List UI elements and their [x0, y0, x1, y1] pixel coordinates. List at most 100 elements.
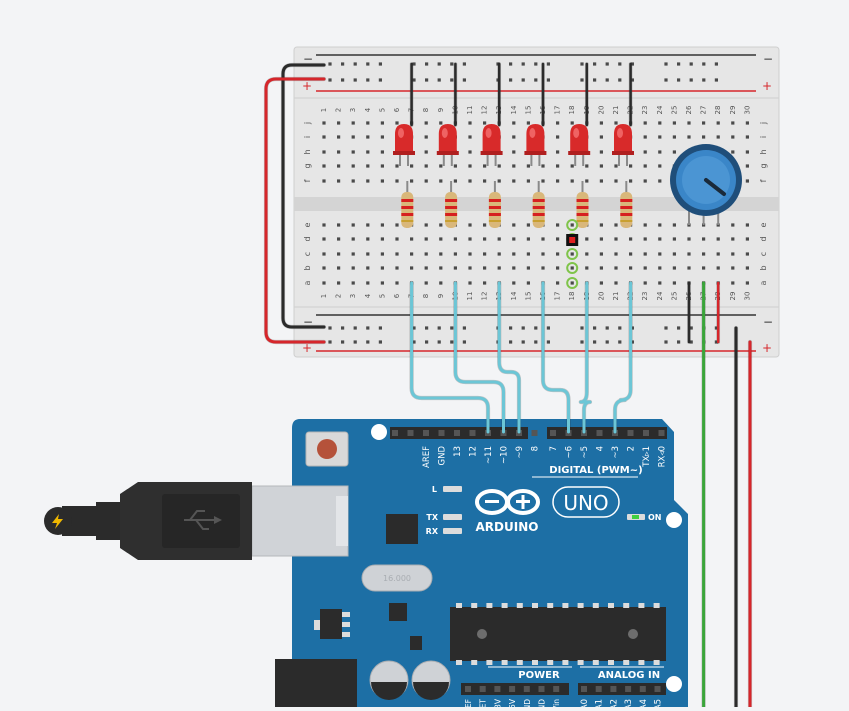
breadboard-hole[interactable] — [468, 223, 472, 227]
breadboard-hole[interactable] — [643, 121, 647, 125]
rail-hole[interactable] — [509, 326, 513, 330]
rail-hole[interactable] — [664, 340, 668, 344]
breadboard-hole[interactable] — [483, 223, 487, 227]
breadboard-hole[interactable] — [702, 237, 706, 241]
rail-hole[interactable] — [437, 326, 441, 330]
breadboard-hole[interactable] — [556, 179, 560, 183]
breadboard-hole[interactable] — [731, 281, 735, 285]
breadboard-hole[interactable] — [556, 121, 560, 125]
rail-hole[interactable] — [702, 78, 706, 82]
breadboard-hole[interactable] — [556, 281, 560, 285]
rail-hole[interactable] — [605, 62, 609, 66]
breadboard-hole[interactable] — [658, 150, 662, 154]
breadboard-hole[interactable] — [556, 252, 560, 256]
breadboard-hole[interactable] — [497, 266, 501, 270]
breadboard-hole[interactable] — [716, 135, 720, 139]
rail-hole[interactable] — [593, 62, 597, 66]
breadboard-hole[interactable] — [468, 164, 472, 168]
breadboard-hole[interactable] — [599, 223, 603, 227]
breadboard-hole[interactable] — [745, 223, 749, 227]
breadboard-hole[interactable] — [337, 164, 341, 168]
header-socket[interactable] — [454, 430, 460, 436]
breadboard-hole[interactable] — [366, 121, 370, 125]
breadboard-hole[interactable] — [556, 237, 560, 241]
breadboard-hole[interactable] — [614, 179, 618, 183]
header-socket[interactable] — [479, 686, 486, 692]
rail-hole[interactable] — [353, 62, 357, 66]
breadboard-hole[interactable] — [351, 223, 355, 227]
breadboard-hole[interactable] — [716, 237, 720, 241]
breadboard-hole[interactable] — [672, 150, 676, 154]
rail-hole[interactable] — [378, 340, 382, 344]
breadboard-hole[interactable] — [322, 179, 326, 183]
breadboard-hole[interactable] — [380, 223, 384, 227]
breadboard-hole[interactable] — [366, 179, 370, 183]
rail-hole[interactable] — [328, 340, 332, 344]
breadboard-hole[interactable] — [410, 164, 414, 168]
header-socket[interactable] — [581, 686, 587, 692]
rail-hole[interactable] — [677, 340, 681, 344]
breadboard-hole[interactable] — [351, 266, 355, 270]
breadboard-hole[interactable] — [468, 150, 472, 154]
breadboard-hole[interactable] — [351, 237, 355, 241]
breadboard-hole[interactable] — [629, 266, 633, 270]
breadboard-hole[interactable] — [526, 252, 530, 256]
signal-wire[interactable] — [541, 281, 570, 434]
black-rail-wire[interactable] — [281, 63, 326, 329]
arduino-uno-board[interactable]: AREFGND1312~11~10~987~6~54~32TX▹1RX◃0IOR… — [275, 419, 688, 711]
breadboard-hole[interactable] — [395, 266, 399, 270]
rail-hole[interactable] — [353, 326, 357, 330]
signal-wire[interactable] — [579, 281, 592, 434]
rail-hole[interactable] — [366, 340, 370, 344]
breadboard-hole[interactable] — [658, 135, 662, 139]
breadboard-hole[interactable] — [731, 223, 735, 227]
breadboard-hole[interactable] — [395, 121, 399, 125]
breadboard-hole[interactable] — [424, 223, 428, 227]
breadboard-hole[interactable] — [380, 266, 384, 270]
rail-hole[interactable] — [605, 340, 609, 344]
breadboard-hole[interactable] — [599, 150, 603, 154]
breadboard-hole[interactable] — [745, 266, 749, 270]
breadboard-hole[interactable] — [366, 150, 370, 154]
reset-button-cap[interactable] — [317, 439, 337, 459]
breadboard-hole[interactable] — [512, 252, 516, 256]
rail-hole[interactable] — [677, 78, 681, 82]
resistor[interactable] — [532, 181, 545, 228]
rail-hole[interactable] — [689, 340, 693, 344]
breadboard-hole[interactable] — [497, 164, 501, 168]
breadboard-hole[interactable] — [672, 135, 676, 139]
breadboard-hole[interactable] — [556, 150, 560, 154]
breadboard-hole[interactable] — [599, 164, 603, 168]
breadboard-hole[interactable] — [512, 237, 516, 241]
breadboard-hole[interactable] — [731, 150, 735, 154]
rail-hole[interactable] — [580, 78, 584, 82]
breadboard-hole[interactable] — [424, 179, 428, 183]
potentiometer[interactable] — [670, 144, 742, 225]
header-socket[interactable] — [531, 430, 538, 436]
rail-hole[interactable] — [593, 326, 597, 330]
signal-wire[interactable] — [410, 281, 490, 434]
breadboard-hole[interactable] — [483, 237, 487, 241]
breadboard-hole[interactable] — [643, 266, 647, 270]
breadboard-hole[interactable] — [614, 164, 618, 168]
rail-hole[interactable] — [521, 78, 525, 82]
breadboard-hole[interactable] — [322, 252, 326, 256]
breadboard-hole[interactable] — [672, 266, 676, 270]
breadboard-hole[interactable] — [439, 121, 443, 125]
breadboard-hole[interactable] — [614, 281, 618, 285]
breadboard-hole[interactable] — [570, 252, 574, 256]
breadboard-hole[interactable] — [424, 266, 428, 270]
breadboard-hole[interactable] — [410, 252, 414, 256]
breadboard-hole[interactable] — [395, 223, 399, 227]
breadboard-hole[interactable] — [643, 252, 647, 256]
breadboard-hole[interactable] — [380, 281, 384, 285]
breadboard-hole[interactable] — [351, 252, 355, 256]
breadboard-hole[interactable] — [337, 121, 341, 125]
breadboard-hole[interactable] — [570, 281, 574, 285]
rail-hole[interactable] — [462, 340, 466, 344]
breadboard-hole[interactable] — [745, 237, 749, 241]
rail-hole[interactable] — [509, 340, 513, 344]
breadboard-hole[interactable] — [497, 179, 501, 183]
rail-hole[interactable] — [714, 78, 718, 82]
signal-wire[interactable] — [453, 281, 505, 434]
